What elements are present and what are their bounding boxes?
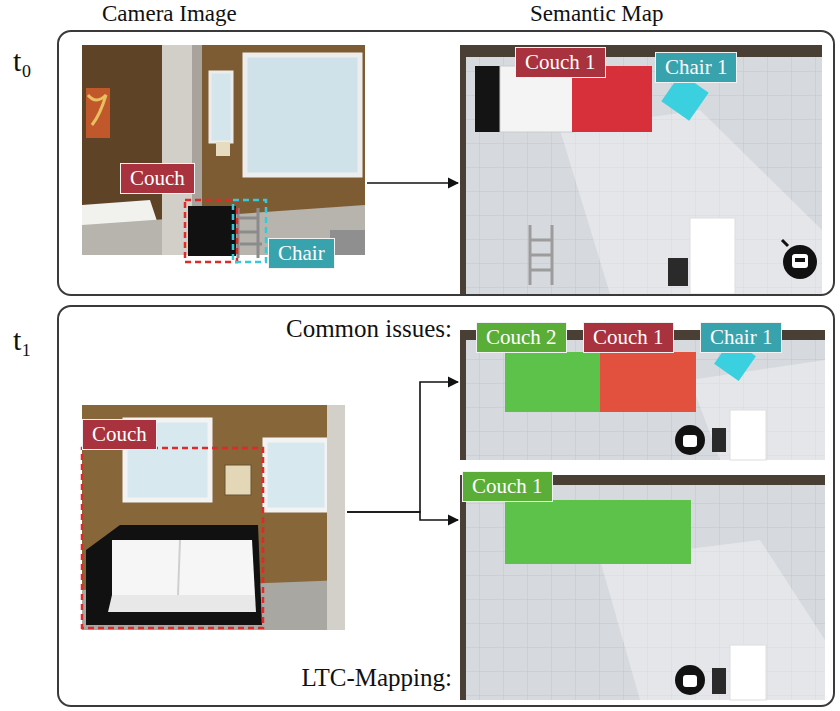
object-label: Couch 1 — [583, 322, 674, 353]
arrow-connector — [347, 512, 458, 520]
image-panel: Couch — [82, 405, 345, 630]
object-label: Couch 2 — [476, 322, 567, 353]
image-panel: LTC-Mapping:Couch 1 — [460, 475, 825, 700]
object-label: Couch — [82, 419, 157, 450]
arrow-connector — [367, 182, 458, 184]
object-label: Couch — [120, 163, 195, 194]
label-text: Couch 1 — [525, 50, 596, 74]
label-text: Couch — [92, 422, 147, 446]
object-label: Couch 1 — [515, 47, 606, 78]
time-step: t₁ — [13, 323, 32, 357]
semantic-map-ltc — [460, 475, 825, 700]
panel-heading: Semantic Map — [530, 1, 664, 27]
image-panel: Common issues:Couch 2Couch 1Chair 1 — [460, 330, 825, 460]
image-panel: Camera ImageCouchChair — [82, 45, 365, 255]
object-label: Chair — [268, 238, 335, 269]
object-label: Couch 1 — [462, 471, 553, 502]
camera-image-t1 — [82, 405, 345, 630]
panel-heading: Common issues: — [286, 315, 452, 343]
label-text: Couch 1 — [593, 325, 664, 349]
object-label: Chair 1 — [700, 322, 782, 353]
label-text: Chair 1 — [665, 55, 727, 79]
label-text: Couch 2 — [486, 325, 557, 349]
panel-heading: Camera Image — [102, 1, 237, 27]
arrow-connector — [347, 382, 458, 512]
image-panel: Semantic MapCouch 1Chair 1 — [460, 45, 822, 294]
time-panel: t₁CouchCommon issues:Couch 2Couch 1Chair… — [57, 305, 835, 707]
time-panel: t₀Camera ImageCouchChairSemantic MapCouc… — [57, 30, 835, 296]
label-text: Couch — [130, 166, 185, 190]
label-text: Couch 1 — [472, 474, 543, 498]
object-label: Chair 1 — [655, 52, 737, 83]
panel-heading: LTC-Mapping: — [302, 664, 452, 692]
time-step: t₀ — [13, 44, 32, 78]
label-text: Chair 1 — [710, 325, 772, 349]
label-text: Chair — [278, 241, 325, 265]
semantic-map-t0 — [460, 45, 822, 294]
camera-image-t0 — [82, 45, 365, 262]
